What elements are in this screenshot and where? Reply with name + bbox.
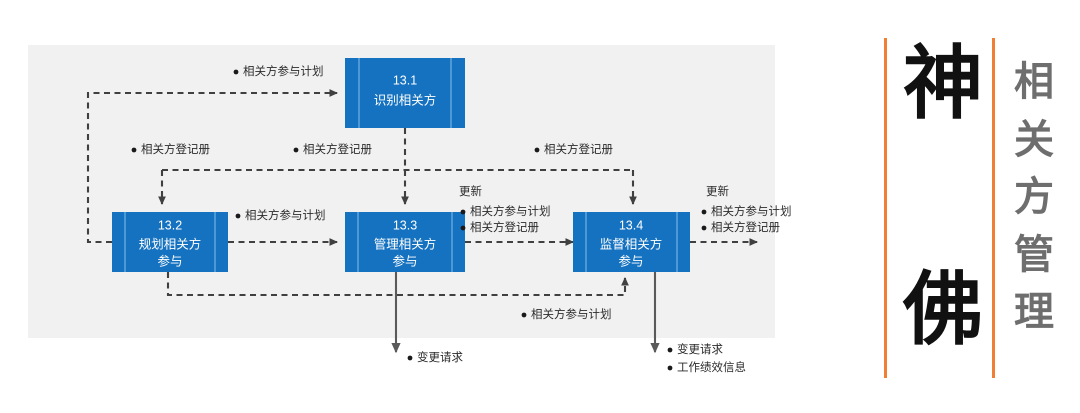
process-13-4-line2: 参与 (618, 253, 643, 268)
rule-right (992, 38, 995, 378)
bullet-icon (701, 209, 707, 215)
connector-plan-to-identify (86, 89, 339, 244)
bullet-icon (233, 69, 239, 75)
label-register-right-text: 相关方登记册 (544, 142, 613, 156)
process-13-3-line1: 管理相关方 (374, 236, 437, 251)
bullet-icon (235, 213, 241, 219)
subtitle-vertical: 相 关 方 管 理 (1004, 54, 1064, 342)
label-update-right-title: 更新 (706, 184, 729, 198)
bullet-icon (667, 365, 673, 371)
label-update-mid-item1: 相关方参与计划 (470, 204, 551, 218)
label-update-right-item2: 相关方登记册 (711, 220, 780, 234)
subtitle-char-0: 相 (1014, 59, 1054, 105)
label-outputs-134: 变更请求 工作绩效信息 (667, 342, 746, 374)
process-13-3-number: 13.3 (393, 218, 417, 232)
process-13-1-line1: 识别相关方 (374, 92, 437, 107)
connector-plan-feedback-to-monitor (166, 272, 629, 297)
brand-char-top: 神 (903, 37, 983, 130)
process-13-1-number: 13.1 (393, 73, 417, 87)
process-13-2-number: 13.2 (158, 218, 182, 232)
bullet-icon (521, 312, 527, 318)
label-register-right: 相关方登记册 (534, 142, 613, 156)
label-plan-bottom-text: 相关方参与计划 (531, 307, 612, 321)
process-13-2-line1: 规划相关方 (139, 236, 202, 251)
label-plan-between-132-133: 相关方参与计划 (235, 208, 326, 222)
subtitle-char-1: 关 (1014, 116, 1054, 163)
label-plan-between-text: 相关方参与计划 (245, 208, 326, 222)
process-box-13-1[interactable]: 13.1 识别相关方 (345, 58, 465, 128)
label-top-plan: 相关方参与计划 (233, 64, 324, 78)
label-change-request-134-text: 变更请求 (677, 342, 723, 356)
bullet-icon (293, 147, 299, 153)
title-block: 神 佛 相 关 方 管 理 (870, 38, 1070, 378)
label-plan-bottom: 相关方参与计划 (521, 307, 612, 321)
label-register-left: 相关方登记册 (131, 142, 210, 156)
bullet-icon (460, 209, 466, 215)
process-13-3-line2: 参与 (392, 253, 417, 268)
label-update-right: 更新 相关方参与计划 相关方登记册 (701, 184, 792, 234)
process-box-13-2[interactable]: 13.2 规划相关方 参与 (112, 212, 228, 272)
label-top-plan-text: 相关方参与计划 (243, 64, 324, 78)
label-register-left-text: 相关方登记册 (141, 142, 210, 156)
bullet-icon (460, 225, 466, 231)
process-box-13-4[interactable]: 13.4 监督相关方 参与 (573, 212, 690, 272)
label-update-mid-item2: 相关方登记册 (470, 220, 539, 234)
bullet-icon (534, 147, 540, 153)
subtitle-char-3: 管 (1014, 231, 1054, 278)
bullet-icon (131, 147, 137, 153)
process-13-4-line1: 监督相关方 (600, 236, 663, 251)
subtitle-char-4: 理 (1014, 289, 1054, 336)
label-update-mid-title: 更新 (459, 184, 482, 198)
brand-char-bottom: 佛 (903, 263, 983, 356)
label-work-performance-info-text: 工作绩效信息 (677, 360, 746, 374)
label-register-mid: 相关方登记册 (293, 142, 372, 156)
process-box-13-3[interactable]: 13.3 管理相关方 参与 (345, 212, 465, 272)
label-change-request-133: 变更请求 (407, 350, 463, 364)
process-13-2-line2: 参与 (157, 253, 182, 268)
subtitle-char-2: 方 (1014, 174, 1054, 221)
label-update-mid: 更新 相关方参与计划 相关方登记册 (459, 184, 551, 234)
bullet-icon (701, 225, 707, 231)
process-13-4-number: 13.4 (619, 218, 643, 232)
label-change-request-133-text: 变更请求 (417, 350, 463, 364)
rule-left (884, 38, 887, 378)
label-register-mid-text: 相关方登记册 (303, 142, 372, 156)
bullet-icon (407, 355, 413, 361)
bullet-icon (667, 347, 673, 353)
label-update-right-item1: 相关方参与计划 (711, 204, 792, 218)
